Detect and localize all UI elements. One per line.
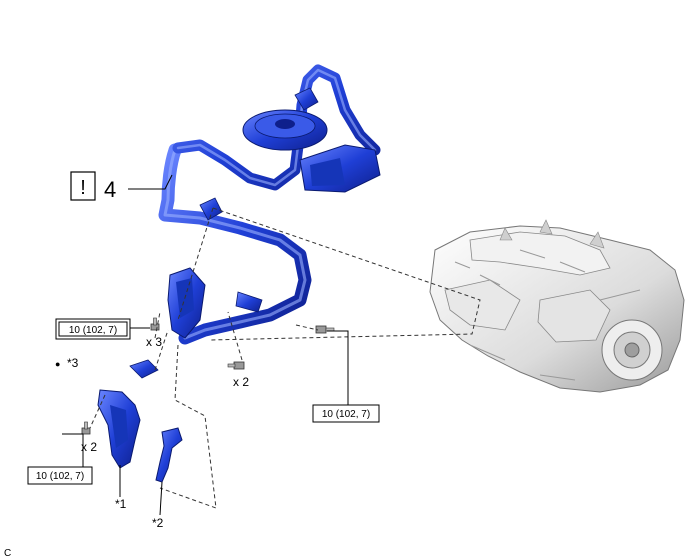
- bracket-part-star1: [97, 389, 141, 469]
- caution-mark: !: [80, 177, 86, 199]
- bolt-quantity-label: x 2: [233, 375, 249, 389]
- bolt-icon: [315, 325, 335, 334]
- corner-letter: C: [4, 548, 11, 559]
- note-star1-label: *1: [115, 497, 127, 511]
- bolt-quantity-label: x 2: [81, 440, 97, 454]
- torque-box-left-bottom: 10 (102, 7): [27, 466, 93, 485]
- note-star3-label: *3: [67, 356, 79, 370]
- part-number-label: 4: [104, 177, 116, 202]
- torque-box-left-top: 10 (102, 7): [55, 318, 131, 340]
- clip-part-star3: [129, 359, 159, 379]
- torque-value: 10 (102, 7): [36, 471, 84, 482]
- hose-pipe-assembly: [158, 64, 381, 345]
- note-bullet: ●: [55, 359, 60, 369]
- leader-lines: [62, 174, 349, 516]
- engine-assembly-illustration: [429, 219, 685, 393]
- bolt-icon: [150, 317, 160, 331]
- torque-box-right: 10 (102, 7): [312, 404, 380, 423]
- bolt-icon: [81, 421, 91, 435]
- note-star2-label: *2: [152, 516, 164, 530]
- bolt-quantity-label: x 3: [146, 335, 162, 349]
- dashed-assembly-lines: [89, 207, 481, 509]
- torque-value: 10 (102, 7): [322, 409, 370, 420]
- bolt-icon: [227, 361, 245, 370]
- caution-box: !: [70, 171, 96, 201]
- bracket-part-star2: [155, 427, 183, 483]
- torque-value: 10 (102, 7): [69, 325, 117, 336]
